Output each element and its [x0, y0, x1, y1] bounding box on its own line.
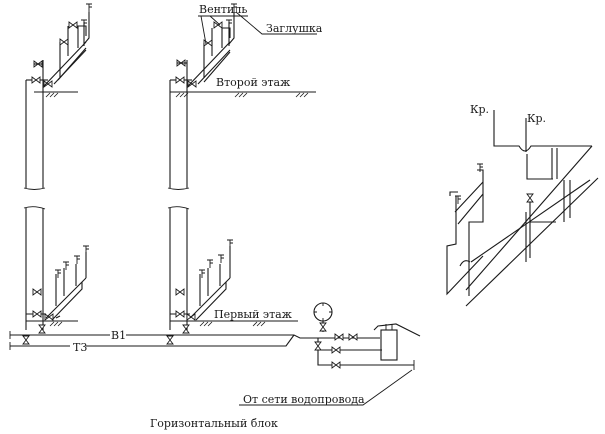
- valve-icon: [166, 335, 174, 345]
- valve-icon: [319, 322, 327, 332]
- water-heater-icon: [380, 329, 398, 361]
- label-from-network: От сети водопровода: [243, 393, 365, 406]
- label-b1: В1: [111, 329, 126, 342]
- floor-hatch: [252, 321, 266, 327]
- riser-2: [166, 3, 316, 345]
- label-second-floor: Второй этаж: [216, 76, 290, 89]
- valve-icon: [331, 361, 341, 369]
- valve-icon: [334, 333, 344, 341]
- label-t3: Т3: [73, 341, 87, 354]
- valve-icon: [348, 333, 358, 341]
- main-b1: [9, 331, 316, 339]
- label-first-floor: Первый этаж: [214, 308, 292, 321]
- tap-icon: [82, 245, 90, 255]
- valve-icon: [68, 21, 78, 29]
- riser-1-lower: [22, 206, 90, 345]
- floor-hatch: [199, 321, 213, 327]
- tap-icon: [217, 254, 225, 264]
- label-kr-right: Кр.: [527, 112, 546, 125]
- tap-icon: [476, 163, 484, 173]
- valve-icon: [175, 310, 185, 318]
- callouts: Вентиль Заглушка Второй этаж Первый этаж…: [70, 3, 413, 430]
- riser-2-upper: [167, 3, 316, 190]
- tap-icon: [85, 3, 93, 13]
- riser-1-upper: [23, 3, 93, 190]
- valve-icon: [32, 288, 42, 296]
- diagram-title: Горизонтальный блок: [150, 417, 278, 430]
- riser-1: [22, 3, 93, 345]
- riser-2-lower: [166, 206, 298, 345]
- isometric-detail: Кр. Кр.: [446, 103, 599, 307]
- label-kr-left: Кр.: [470, 103, 489, 116]
- tap-icon: [225, 19, 233, 29]
- valve-icon: [175, 76, 185, 84]
- valve-icon: [31, 76, 41, 84]
- tap-icon: [226, 239, 234, 249]
- inlet-assembly: [313, 302, 421, 370]
- floor-hatch: [175, 92, 189, 98]
- floor-hatch: [45, 92, 59, 98]
- valve-icon: [175, 288, 185, 296]
- valve-icon: [526, 193, 534, 203]
- label-plug: Заглушка: [266, 22, 323, 35]
- tap-icon: [206, 259, 214, 269]
- valve-icon: [182, 324, 190, 334]
- main-t3: [9, 334, 295, 350]
- valve-icon: [331, 346, 341, 354]
- floor-hatch: [49, 321, 63, 327]
- floor-hatch: [295, 92, 309, 98]
- valve-icon: [314, 341, 322, 351]
- valve-icon: [59, 38, 69, 46]
- tap-icon: [73, 255, 81, 265]
- valve-icon: [22, 335, 30, 345]
- valve-icon: [32, 310, 42, 318]
- valve-icon: [38, 324, 46, 334]
- floor-hatch: [234, 92, 248, 98]
- label-valve: Вентиль: [199, 3, 247, 16]
